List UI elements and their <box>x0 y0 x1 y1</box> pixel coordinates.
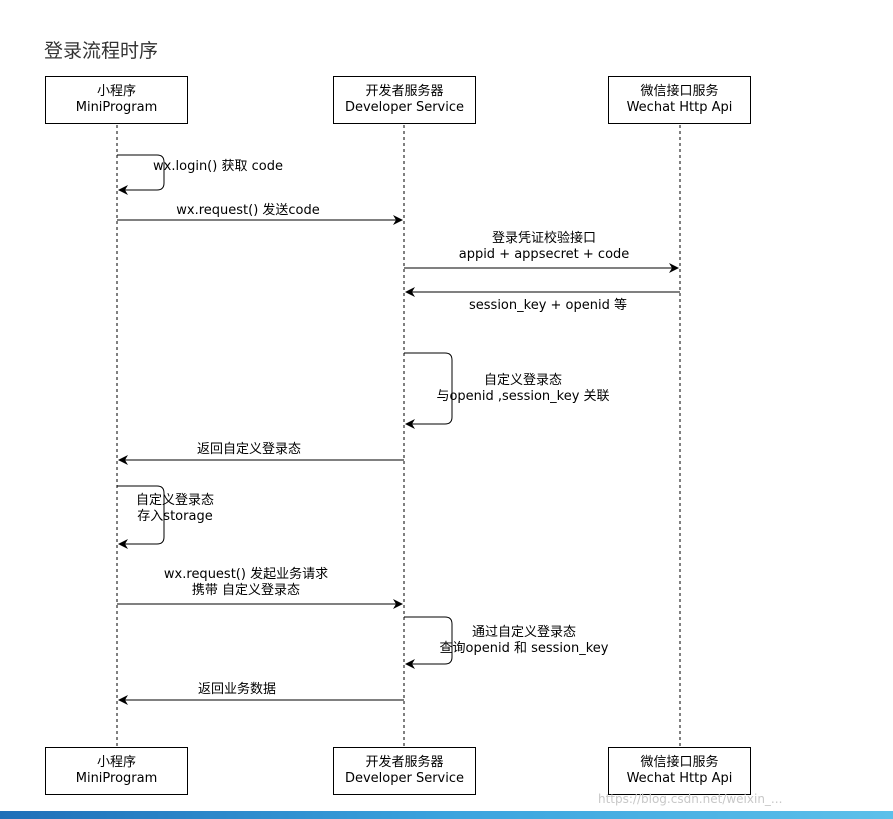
participant-name: 微信接口服务 <box>640 84 719 99</box>
participant-subname: MiniProgram <box>75 100 158 115</box>
participant-name: 小程序 <box>96 84 136 99</box>
participant-name: 微信接口服务 <box>640 755 719 770</box>
participant-name: 开发者服务器 <box>365 755 444 770</box>
msg-arrow-9 <box>404 616 453 669</box>
msg-arrow-5 <box>404 352 453 429</box>
participant-subname: Wechat Http Api <box>626 771 733 786</box>
msg-label-1: wx.login() 获取 code <box>153 159 283 174</box>
participant-box-developer-service-bottom: 开发者服务器 Developer Service <box>333 747 476 795</box>
participant-subname: Developer Service <box>344 100 465 115</box>
diagram-title: 登录流程时序 <box>44 40 159 62</box>
participant-name: 开发者服务器 <box>365 84 444 99</box>
msg-label-3: 登录凭证校验接口 appid + appsecret + code <box>458 231 630 262</box>
participant-box-wechat-api-top: 微信接口服务 Wechat Http Api <box>608 76 751 124</box>
participant-box-wechat-api-bottom: 微信接口服务 Wechat Http Api <box>608 747 751 795</box>
participant-box-miniprogram-bottom: 小程序 MiniProgram <box>45 747 188 795</box>
msg-label-2: wx.request() 发送code <box>176 203 320 218</box>
msg-label-10: 返回业务数据 <box>197 682 277 697</box>
participant-box-miniprogram-top: 小程序 MiniProgram <box>45 76 188 124</box>
participant-name: 小程序 <box>96 755 136 770</box>
msg-label-4: session_key + openid 等 <box>469 298 627 313</box>
bottom-accent-bar <box>0 811 893 819</box>
msg-label-9: 通过自定义登录态 查询openid 和 session_key <box>439 625 609 656</box>
msg-label-6: 返回自定义登录态 <box>196 442 302 457</box>
msg-arrow-1 <box>117 154 165 195</box>
participant-box-developer-service-top: 开发者服务器 Developer Service <box>333 76 476 124</box>
participant-subname: Developer Service <box>344 771 465 786</box>
msg-arrow-7 <box>117 485 165 549</box>
msg-label-8: wx.request() 发起业务请求 携带 自定义登录态 <box>163 567 329 598</box>
msg-label-5: 自定义登录态 与openid ,session_key 关联 <box>436 373 610 404</box>
msg-label-7: 自定义登录态 存入storage <box>135 493 215 524</box>
participant-subname: MiniProgram <box>75 771 158 786</box>
participant-subname: Wechat Http Api <box>626 100 733 115</box>
watermark: https://blog.csdn.net/weixin_... <box>598 792 783 806</box>
